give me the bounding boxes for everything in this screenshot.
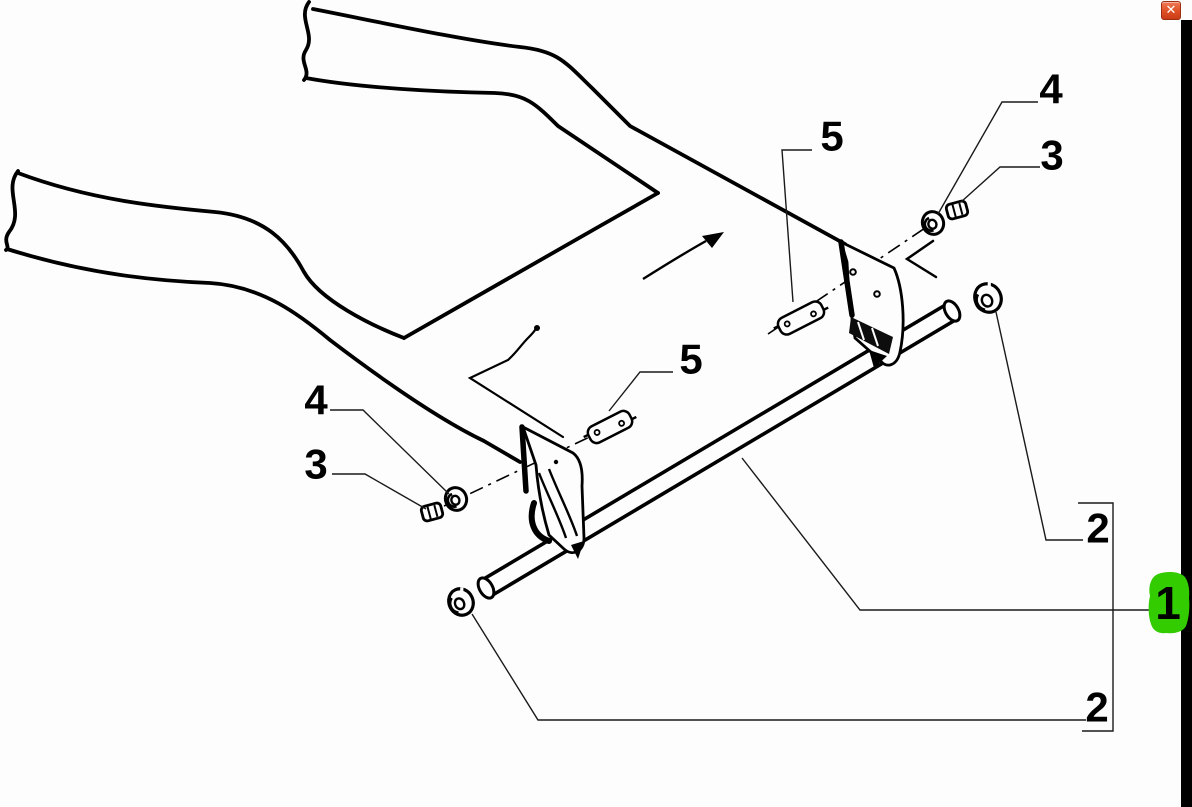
direction-arrow-icon xyxy=(642,232,724,281)
bushing-upper-right xyxy=(973,281,1003,314)
callout-4-left[interactable]: 4 xyxy=(304,377,328,424)
close-button[interactable]: ✕ xyxy=(1161,1,1181,20)
frame-arm-lower xyxy=(4,169,522,464)
callout-leader-lines xyxy=(330,101,1150,732)
clamp-plate-left xyxy=(583,409,637,445)
nut-right xyxy=(944,199,970,221)
washer-left xyxy=(443,486,469,512)
clamp-plate-right xyxy=(773,300,829,336)
callout-5-top[interactable]: 5 xyxy=(820,113,843,160)
callout-2-upper[interactable]: 2 xyxy=(1086,505,1109,552)
close-icon: ✕ xyxy=(1165,3,1177,18)
frame-arm-upper xyxy=(301,0,847,340)
crossmember-break-line xyxy=(467,239,938,439)
bushing-lower-left xyxy=(447,587,475,617)
right-edge-strip xyxy=(1181,20,1192,807)
callout-5-middle[interactable]: 5 xyxy=(679,336,702,383)
nut-left xyxy=(419,501,445,523)
callout-2-lower[interactable]: 2 xyxy=(1085,684,1108,731)
washer-right xyxy=(920,210,946,236)
callout-3-right[interactable]: 3 xyxy=(1040,132,1063,179)
callout-4-right[interactable]: 4 xyxy=(1039,66,1063,113)
bracket-left xyxy=(519,424,586,559)
bracket-right xyxy=(838,239,905,368)
callout-3-left[interactable]: 3 xyxy=(304,441,327,488)
